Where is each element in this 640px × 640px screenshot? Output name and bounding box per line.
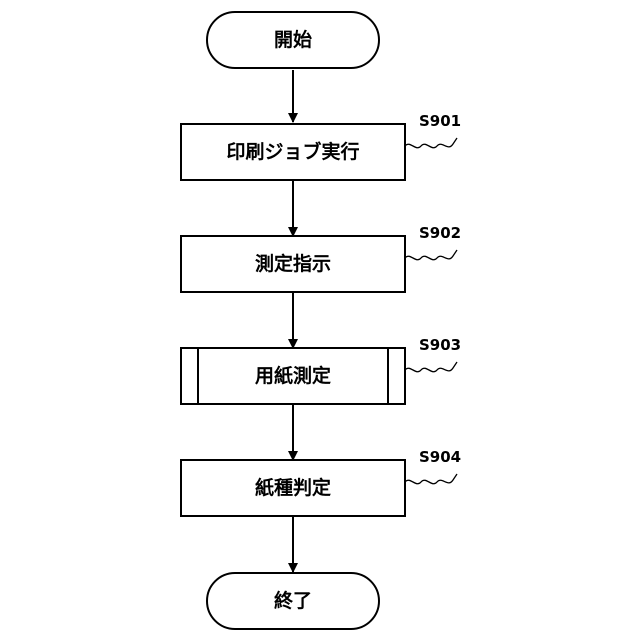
step-s903-label: 用紙測定 — [255, 364, 331, 387]
process-step-s901: 印刷ジョブ実行 S901 — [181, 112, 461, 180]
process-step-s904: 紙種判定 S904 — [181, 448, 461, 516]
step-s902-leader — [405, 250, 457, 260]
step-s904-leader — [405, 474, 457, 484]
end-label: 終了 — [274, 589, 312, 612]
process-step-s902: 測定指示 S902 — [181, 224, 461, 292]
start-label: 開始 — [274, 28, 312, 51]
step-s903-leader — [405, 362, 457, 372]
predefined-process-step-s903: 用紙測定 S903 — [181, 336, 461, 404]
step-s902-label: 測定指示 — [255, 252, 331, 275]
step-s901-leader — [405, 138, 457, 148]
step-s901-label: 印刷ジョブ実行 — [226, 140, 359, 163]
step-s902-id: S902 — [419, 224, 461, 242]
step-s901-id: S901 — [419, 112, 461, 130]
step-s904-id: S904 — [419, 448, 461, 466]
start-terminator: 開始 — [207, 12, 379, 68]
step-s903-id: S903 — [419, 336, 461, 354]
end-terminator: 終了 — [207, 573, 379, 629]
step-s904-label: 紙種判定 — [255, 476, 331, 499]
